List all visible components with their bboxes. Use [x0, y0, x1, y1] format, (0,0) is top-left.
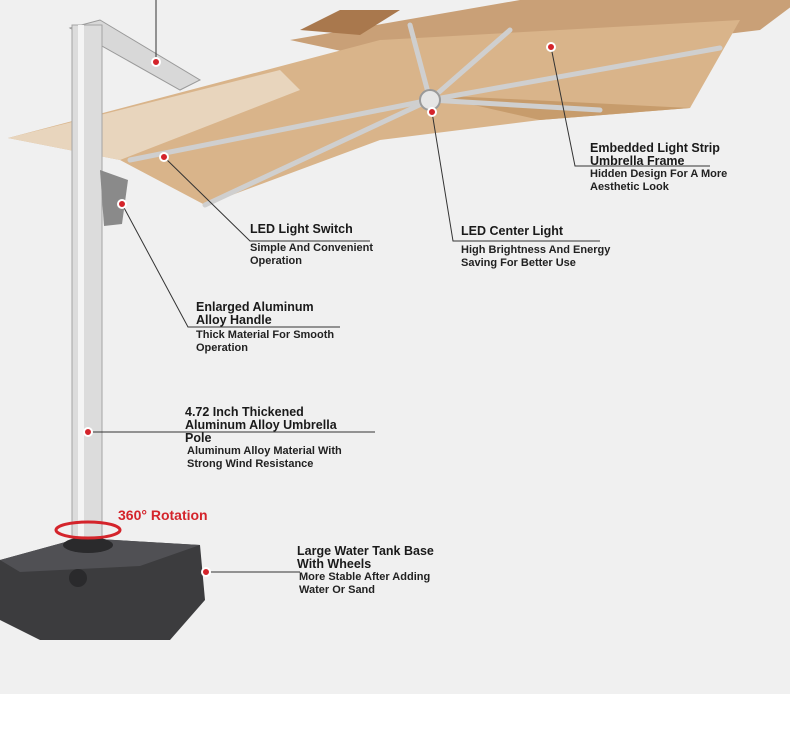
- callout-title: Large Water Tank Base With Wheels: [297, 544, 434, 571]
- callout-led-switch: LED Light Switch Simple And Convenient O…: [250, 223, 390, 267]
- rotation-label: 360° Rotation: [118, 507, 208, 523]
- callout-light-strip: Embedded Light Strip Umbrella Frame Hidd…: [590, 142, 740, 193]
- product-photo: Embedded Light Strip Umbrella Frame Hidd…: [0, 0, 790, 694]
- callout-desc: Simple And Convenient Operation: [250, 242, 374, 267]
- callout-handle: Enlarged Aluminum Alloy Handle Thick Mat…: [196, 301, 346, 354]
- callout-lines: [88, 0, 710, 573]
- page-footer-space: [0, 694, 790, 729]
- callout-center-light: LED Center Light High Brightness And Ene…: [461, 225, 621, 269]
- callout-desc: High Brightness And Energy Saving For Be…: [461, 244, 611, 269]
- callout-title: Embedded Light Strip Umbrella Frame: [590, 141, 720, 168]
- callout-title: Enlarged Aluminum Alloy Handle: [196, 300, 314, 327]
- callout-title: LED Light Switch: [250, 222, 353, 236]
- callout-pole: 4.72 Inch Thickened Aluminum Alloy Umbre…: [185, 406, 360, 470]
- callout-desc: Aluminum Alloy Material With Strong Wind…: [187, 445, 342, 470]
- callout-base: Large Water Tank Base With Wheels More S…: [297, 545, 442, 596]
- callout-desc: Thick Material For Smooth Operation: [196, 329, 335, 354]
- callout-dots: [83, 42, 556, 577]
- callout-desc: Hidden Design For A More Aesthetic Look: [590, 168, 728, 193]
- rotation-arrow-icon: [54, 520, 122, 540]
- umbrella-illustration: [0, 0, 790, 640]
- handle-shape: [100, 170, 128, 226]
- callout-title: LED Center Light: [461, 224, 564, 238]
- umbrella-pole: [71, 24, 103, 546]
- callout-desc: More Stable After Adding Water Or Sand: [299, 571, 431, 596]
- callout-title: 4.72 Inch Thickened Aluminum Alloy Umbre…: [185, 405, 337, 445]
- umbrella-ribs: [127, 22, 723, 208]
